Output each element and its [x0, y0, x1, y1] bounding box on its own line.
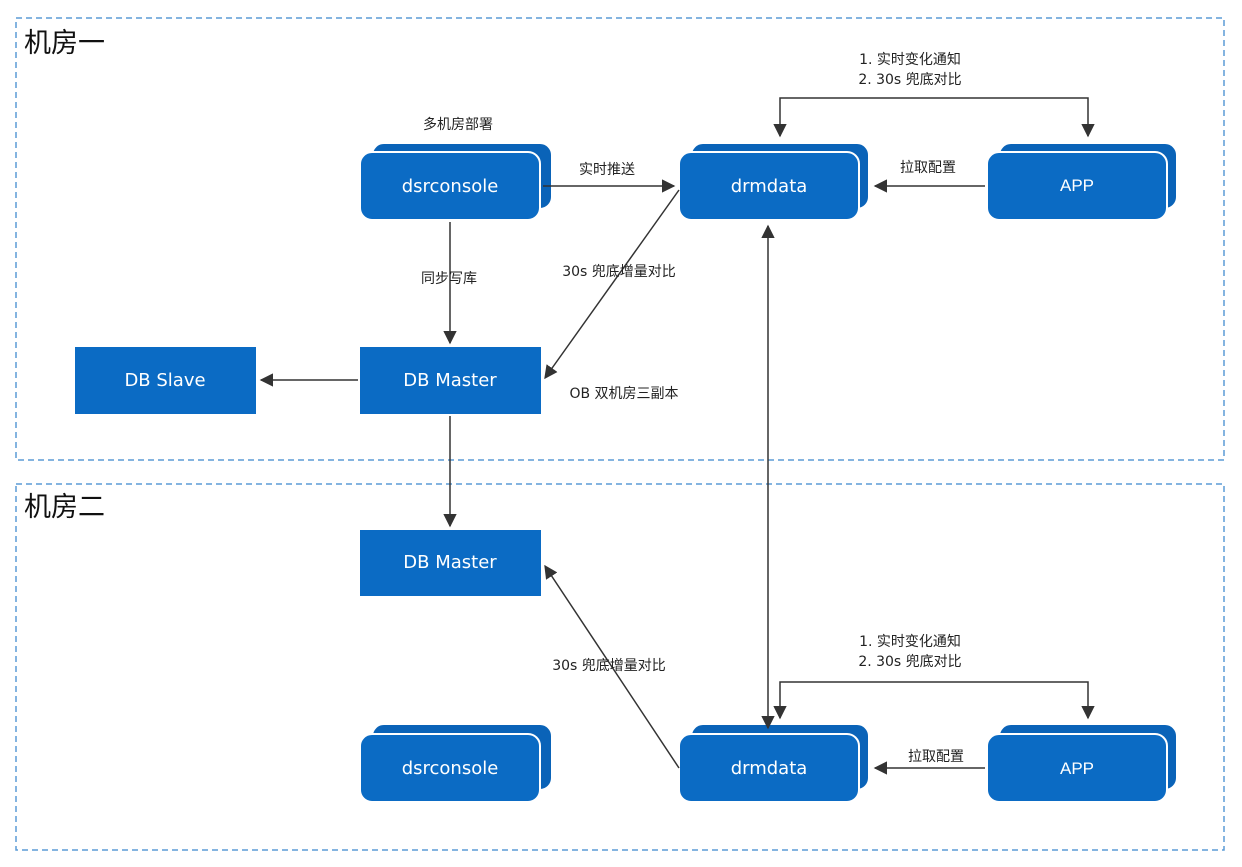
- dsrconsole-label-room2: dsrconsole: [402, 758, 499, 779]
- zone-room1-label: 机房一: [24, 28, 105, 59]
- pull-config-label-room1: 拉取配置: [900, 160, 956, 176]
- edge-incr-compare-room1: [544, 189, 680, 380]
- edge-incr-compare-room2: [544, 564, 680, 769]
- notify-line2-room2: 2. 30s 兜底对比: [858, 654, 961, 670]
- db-slave-label: DB Slave: [124, 370, 205, 391]
- drmdata-node-room2: drmdata: [678, 723, 870, 803]
- drmdata-label-room2: drmdata: [731, 758, 808, 779]
- app-node-room2: APP: [986, 723, 1178, 803]
- incr-compare-label-room2: 30s 兜底增量对比: [552, 658, 666, 674]
- pull-config-label-room2: 拉取配置: [908, 749, 964, 765]
- incr-compare-label-room1: 30s 兜底增量对比: [562, 264, 676, 280]
- notify-line1-room1: 1. 实时变化通知: [859, 51, 961, 68]
- notify-line1-room2: 1. 实时变化通知: [859, 633, 961, 650]
- db-master-node-room2: DB Master: [360, 530, 541, 596]
- dsrconsole-label-room1: dsrconsole: [402, 176, 499, 197]
- dsrconsole-node-room1: dsrconsole: [359, 142, 553, 221]
- app-node-room1: APP: [986, 142, 1178, 221]
- notify-line2-room1: 2. 30s 兜底对比: [858, 72, 961, 88]
- edge-notify-bracket-room1: [773, 97, 1095, 138]
- db-master-label-room2: DB Master: [403, 552, 497, 573]
- app-label-room1: APP: [1060, 176, 1094, 195]
- zone-room2-label: 机房二: [24, 492, 105, 523]
- edge-notify-bracket-room2: [773, 681, 1095, 720]
- zone-room1-border: [15, 17, 1225, 461]
- drmdata-node-room1: drmdata: [678, 142, 870, 221]
- drmdata-label-room1: drmdata: [731, 176, 808, 197]
- multi-room-deploy-label: 多机房部署: [423, 116, 493, 133]
- db-master-label-room1: DB Master: [403, 370, 497, 391]
- db-slave-node: DB Slave: [75, 347, 256, 414]
- app-label-room2: APP: [1060, 759, 1094, 778]
- db-master-node-room1: DB Master: [360, 347, 541, 414]
- realtime-push-label: 实时推送: [579, 162, 635, 178]
- sync-write-label: 同步写库: [421, 271, 477, 287]
- ob-replica-label: OB 双机房三副本: [569, 386, 678, 402]
- zone-room2-border: [15, 483, 1225, 851]
- dsrconsole-node-room2: dsrconsole: [359, 723, 553, 803]
